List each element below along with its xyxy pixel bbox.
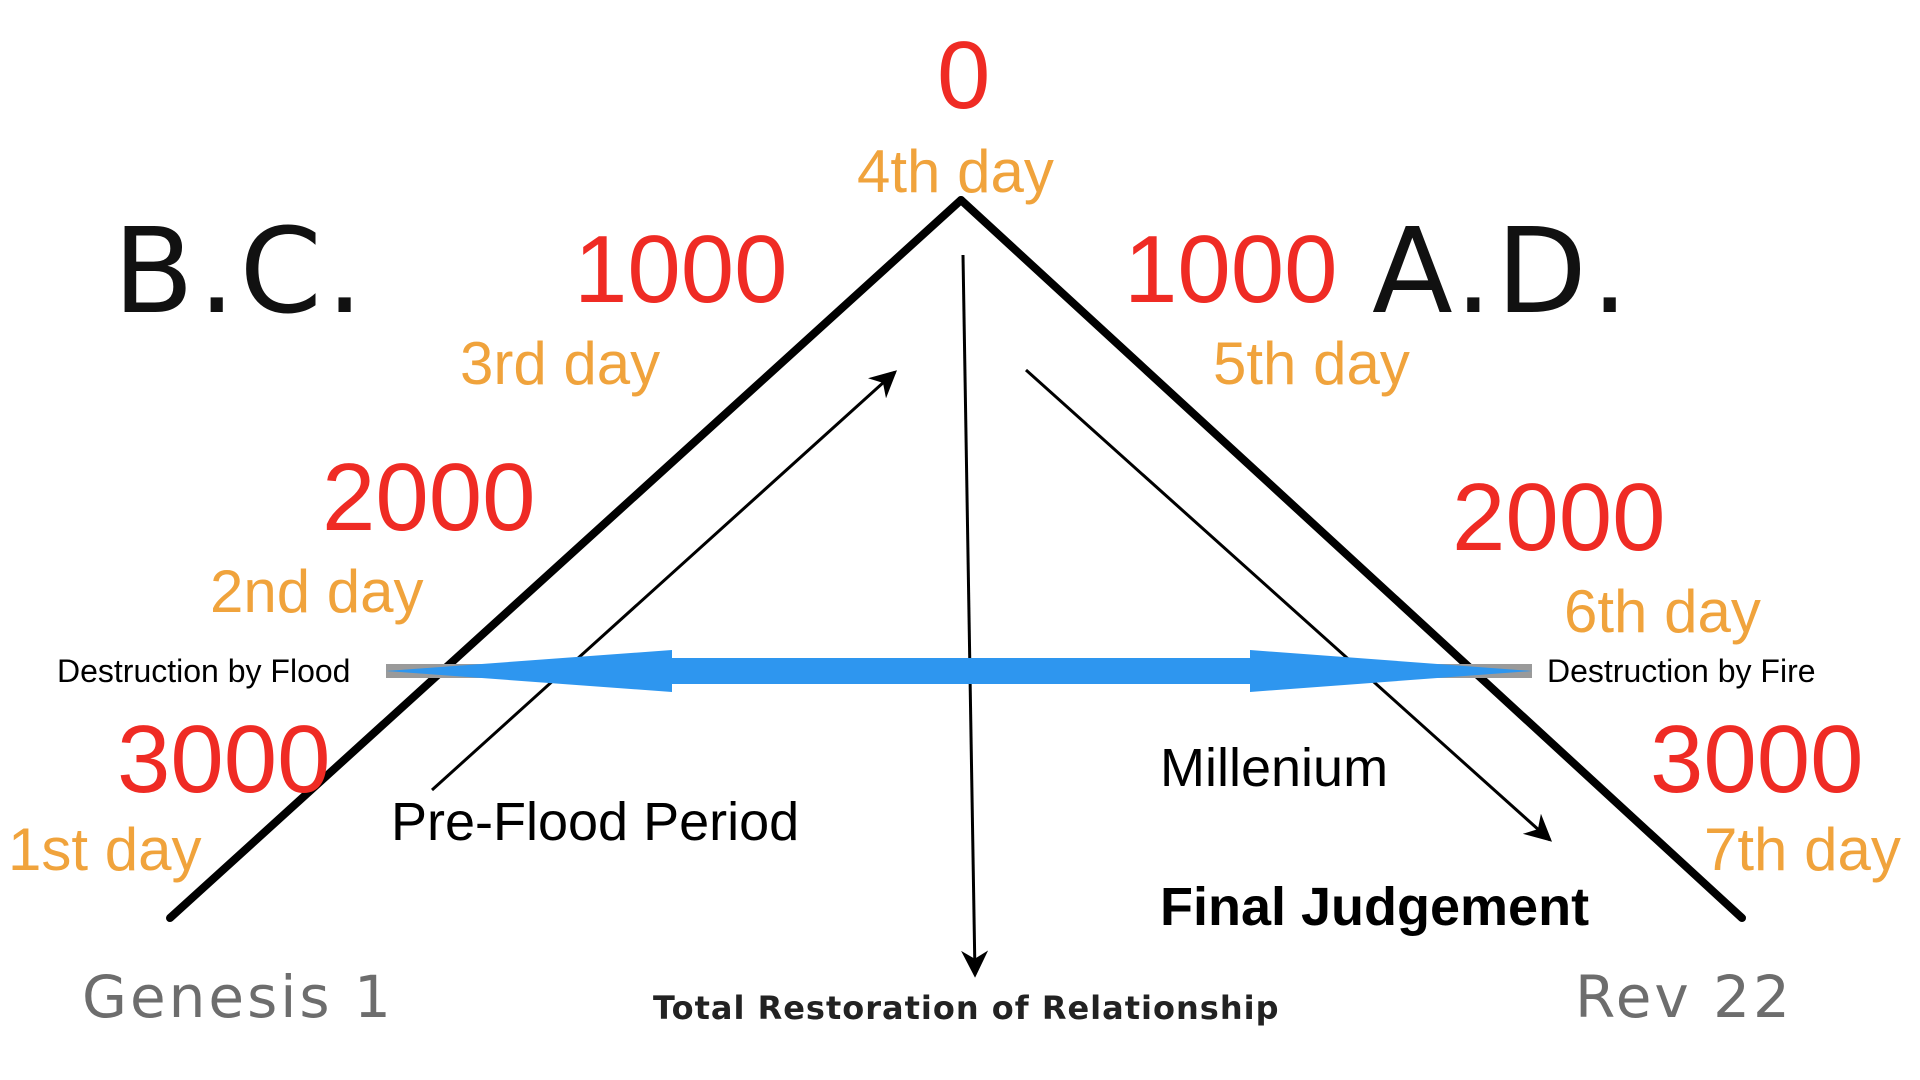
year-right-3000-label: 3000 [1650, 706, 1864, 813]
year-left-1000-label: 1000 [574, 216, 788, 323]
pre-flood-period-label: Pre-Flood Period [391, 792, 800, 852]
year-left-2000-label: 2000 [322, 444, 536, 551]
pyramid-right-edge [957, 196, 1746, 922]
year-right-1000-label: 1000 [1124, 216, 1338, 323]
era-ad-label: A.D. [1372, 202, 1633, 340]
descending-arrow [1024, 368, 1553, 842]
year-right-2000-label: 2000 [1452, 464, 1666, 571]
ascending-arrow [430, 370, 898, 792]
year-left-3000-label: 3000 [117, 706, 331, 813]
center-down-arrow [961, 254, 989, 978]
day-1-label: 1st day [8, 816, 202, 883]
day-5-label: 5th day [1213, 330, 1410, 397]
destruction-by-fire-label: Destruction by Fire [1547, 653, 1816, 689]
pyramid-left-edge [166, 196, 965, 922]
era-bc-label: B.C. [113, 202, 368, 340]
rev-22-label: Rev 22 [1575, 963, 1793, 1031]
day-4-label: 4th day [857, 138, 1054, 205]
timeline-arrowhead-left [386, 650, 672, 692]
final-judgement-label: Final Judgement [1160, 877, 1590, 937]
timeline-arrowhead-right [1250, 650, 1532, 692]
destruction-by-flood-label: Destruction by Flood [57, 653, 351, 689]
millenium-label: Millenium [1160, 738, 1389, 798]
day-7-label: 7th day [1704, 816, 1901, 883]
day-3-label: 3rd day [460, 330, 661, 397]
day-6-label: 6th day [1564, 578, 1761, 645]
year-top-label: 0 [937, 22, 991, 129]
day-2-label: 2nd day [210, 558, 424, 625]
total-restoration-label: Total Restoration of Relationship [653, 989, 1280, 1027]
timeline-arrow-shaft [388, 658, 1530, 684]
genesis-1-label: Genesis 1 [82, 963, 394, 1031]
